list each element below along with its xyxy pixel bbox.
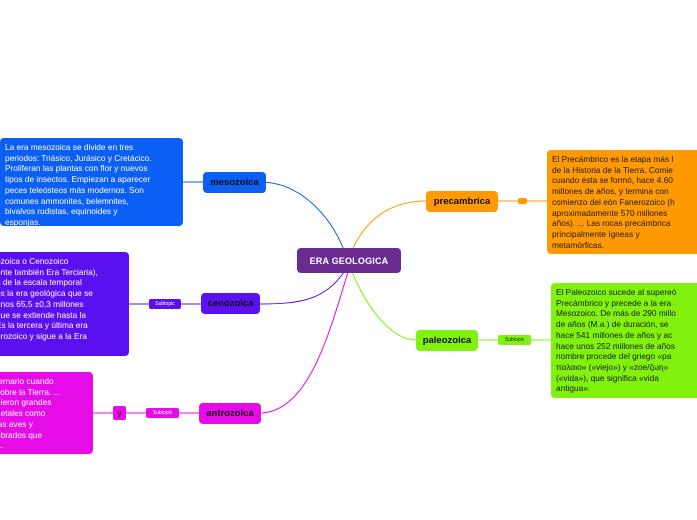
antrozoica-description[interactable]: ternario cuando sobre la Tierra. ... uie… [0,372,93,454]
topic-mesozoica[interactable]: mesozoica [203,172,266,193]
paleozoica-subtopic[interactable]: Subtopic [498,335,531,345]
link-antrozoica [261,271,349,414]
cenozoica-subtopic[interactable]: Subtopic [149,299,181,309]
link-mesozoica [261,181,345,251]
cenozoica-description[interactable]: ozoica o Cenozoico ente también Era Terc… [0,252,129,356]
link-cenozoica [259,271,345,305]
antrozoica-description-text: ternario cuando sobre la Tierra. ... uie… [0,376,61,451]
precambrica-description-text: El Precámbrico es la etapa más l de la H… [552,154,675,250]
paleozoica-description-text: El Paleozoico sucede al supereó Precámbr… [556,287,677,394]
precambrica-collapse-handle[interactable] [518,198,527,204]
central-topic[interactable]: ERA GEOLOGICA [297,248,401,273]
link-precambrica [351,200,427,251]
antrozoica-connector-y[interactable]: y [113,406,126,420]
topic-paleozoica[interactable]: paleozoica [416,330,478,351]
topic-antrozoica[interactable]: antrozoica [199,403,261,424]
mesozoica-description[interactable]: La era mesozoica se divide en tres perio… [0,138,183,226]
mesozoica-description-text: La era mesozoica se divide en tres perio… [5,142,152,226]
paleozoica-description[interactable]: El Paleozoico sucede al supereó Precámbr… [551,283,697,398]
cenozoica-description-text: ozoica o Cenozoico ente también Era Terc… [0,256,98,341]
precambrica-description[interactable]: El Precámbrico es la etapa más l de la H… [547,150,697,254]
topic-precambrica[interactable]: precambrica [426,191,498,212]
topic-cenozoica[interactable]: cenozoica [201,293,260,314]
antrozoica-subtopic[interactable]: Subtopic [146,408,179,418]
link-paleozoica [351,271,417,341]
